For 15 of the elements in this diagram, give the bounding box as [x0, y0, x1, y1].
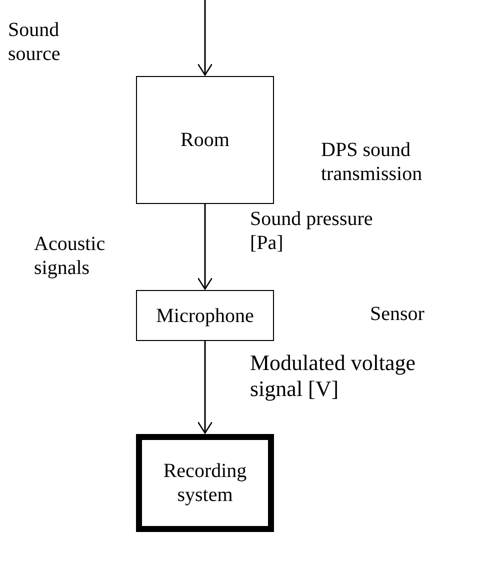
edge-label: Sound pressure [Pa]	[250, 207, 374, 255]
annotation: Sound source	[8, 18, 62, 66]
edge-label: Modulated voltage signal [V]	[250, 350, 417, 403]
arrow	[197, 0, 213, 76]
annotation: Acoustic signals	[34, 232, 106, 280]
process-box	[136, 290, 274, 341]
arrow	[197, 341, 213, 434]
process-box	[136, 434, 274, 532]
box-label: Recording system	[162, 459, 248, 507]
box-label: Room	[180, 128, 230, 152]
annotation: DPS sound transmission	[321, 138, 424, 186]
arrow	[197, 204, 213, 290]
annotation: Sensor	[370, 302, 426, 326]
process-box	[136, 76, 274, 204]
box-label: Microphone	[156, 304, 254, 328]
